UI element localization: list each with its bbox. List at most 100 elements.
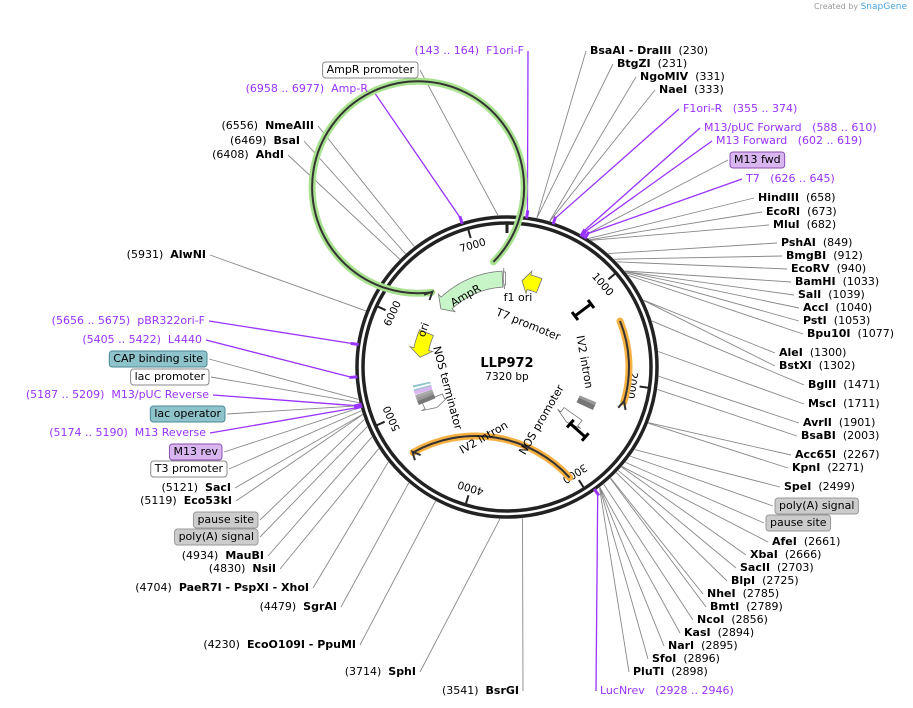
enzyme-label[interactable]: BlpI (2725): [731, 574, 799, 587]
enzyme-label[interactable]: Bpu10I (1077): [807, 327, 894, 340]
enzyme-label[interactable]: HindIII (658): [758, 191, 836, 204]
enzyme-label[interactable]: XbaI (2666): [750, 548, 821, 561]
leader-line: [205, 339, 352, 378]
primer-label[interactable]: (5405 .. 5422) L4440: [82, 333, 202, 346]
leader-line: [599, 487, 630, 673]
label-pos: (1040): [829, 301, 873, 314]
primer-label[interactable]: LucNrev (2928 .. 2946): [600, 684, 734, 697]
enzyme-label[interactable]: PluTI (2898): [633, 665, 708, 678]
enzyme-label[interactable]: BsaAI - DraIII (230): [590, 44, 708, 57]
svg-text:NaeI (333): NaeI (333): [659, 83, 724, 96]
enzyme-label[interactable]: AleI (1300): [779, 346, 846, 359]
enzyme-label[interactable]: BmgBI (912): [786, 249, 863, 262]
primer-label[interactable]: (143 .. 164) F1ori-F: [415, 44, 525, 57]
enzyme-label[interactable]: NheI (2785): [707, 587, 779, 600]
feature-label[interactable]: M13 rev: [168, 443, 223, 461]
feature-label[interactable]: pause site: [192, 511, 259, 529]
svg-text:PshAI (849): PshAI (849): [781, 236, 852, 249]
primer-label[interactable]: M13/pUC Forward (588 .. 610): [704, 121, 877, 134]
tick-mark: [466, 228, 472, 239]
primer-label[interactable]: M13 Forward (602 .. 619): [716, 134, 862, 147]
enzyme-label[interactable]: (6469) BsaI: [230, 134, 300, 147]
enzyme-label[interactable]: Acc65I (2267): [795, 448, 880, 461]
enzyme-label[interactable]: BglII (1471): [808, 378, 880, 391]
enzyme-label[interactable]: BmtI (2789): [710, 600, 783, 613]
primer-label[interactable]: (5174 .. 5190) M13 Reverse: [49, 426, 206, 439]
feature-label[interactable]: pause site: [765, 514, 832, 532]
feature-label: ori: [415, 321, 432, 339]
intron-bar-cap: [580, 432, 590, 442]
leader-line: [614, 255, 783, 260]
leader-line: [589, 211, 763, 241]
primer-label[interactable]: F1ori-R (355 .. 374): [683, 102, 797, 115]
label-name: PstI: [803, 314, 827, 327]
feature-label[interactable]: poly(A) signal: [174, 528, 259, 546]
primer-label[interactable]: T7 (626 .. 645): [745, 172, 835, 185]
svg-text:(5656 .. 5675) pBR322ori-F: (5656 .. 5675) pBR322ori-F: [52, 314, 205, 327]
small-feature-mark: [576, 397, 596, 410]
enzyme-label[interactable]: EcoRV (940): [791, 262, 866, 275]
enzyme-label[interactable]: (4230) EcoO109I - PpuMI: [203, 638, 356, 651]
feature-label[interactable]: T3 promoter: [150, 460, 228, 478]
enzyme-label[interactable]: (6556) NmeAIII: [222, 119, 315, 132]
enzyme-label[interactable]: SacII (2703): [740, 561, 814, 574]
f1-ori-feature-arrow: [521, 269, 543, 295]
intron-bar-cap: [565, 418, 575, 429]
feature-label[interactable]: M13 fwd: [729, 151, 786, 169]
enzyme-label[interactable]: (4830) NsiI: [209, 562, 276, 575]
enzyme-label[interactable]: BamHI (1033): [795, 275, 879, 288]
feature-label[interactable]: lac operator: [149, 405, 226, 423]
svg-text:KpnI (2271): KpnI (2271): [792, 461, 864, 474]
enzyme-label[interactable]: (4934) MauBI: [182, 549, 264, 562]
enzyme-label[interactable]: AvrII (1901): [803, 416, 875, 429]
enzyme-label[interactable]: (6408) AhdI: [212, 148, 284, 161]
enzyme-label[interactable]: AccI (1040): [803, 301, 872, 314]
svg-text:KasI (2894): KasI (2894): [684, 626, 754, 639]
enzyme-label[interactable]: KasI (2894): [684, 626, 754, 639]
leader-line: [625, 271, 795, 296]
enzyme-label[interactable]: (4479) SgrAI: [260, 600, 337, 613]
enzyme-label[interactable]: MscI (1711): [808, 397, 880, 410]
enzyme-label[interactable]: NaeI (333): [659, 83, 724, 96]
label-pos: (4230): [203, 638, 247, 651]
enzyme-label[interactable]: KpnI (2271): [792, 461, 864, 474]
enzyme-label[interactable]: (5119) Eco53kI: [140, 494, 232, 507]
svg-text:(5121) SacI: (5121) SacI: [161, 481, 231, 494]
feature-label[interactable]: lac promoter: [130, 368, 210, 386]
label-pos: (2789): [739, 600, 783, 613]
primer-label[interactable]: (5187 .. 5209) M13/pUC Reverse: [26, 388, 209, 401]
feature-label[interactable]: AmpR promoter: [322, 61, 419, 79]
enzyme-label[interactable]: NgoMIV (331): [640, 70, 725, 83]
enzyme-label[interactable]: PstI (1053): [803, 314, 870, 327]
enzyme-label[interactable]: SfoI (2896): [652, 652, 720, 665]
enzyme-label[interactable]: EcoRI (673): [766, 205, 837, 218]
leader-line: [599, 487, 681, 634]
enzyme-label[interactable]: NarI (2895): [668, 639, 738, 652]
primer-label[interactable]: (6958 .. 6977) Amp-R: [246, 82, 369, 95]
enzyme-label[interactable]: SpeI (2499): [784, 480, 855, 493]
enzyme-label[interactable]: SalI (1039): [798, 288, 865, 301]
enzyme-label[interactable]: BsaBI (2003): [801, 429, 879, 442]
label-pos: (1901): [832, 416, 876, 429]
label-name: BlpI: [731, 574, 755, 587]
feature-label[interactable]: CAP binding site: [108, 350, 208, 368]
label-name: NcoI: [697, 613, 724, 626]
enzyme-label[interactable]: (3714) SphI: [345, 665, 416, 678]
primer-label[interactable]: (5656 .. 5675) pBR322ori-F: [52, 314, 205, 327]
enzyme-label[interactable]: BtgZI (231): [617, 57, 687, 70]
enzyme-label[interactable]: NcoI (2856): [697, 613, 768, 626]
enzyme-label[interactable]: AfeI (2661): [772, 535, 840, 548]
enzyme-label[interactable]: MluI (682): [773, 218, 836, 231]
enzyme-label[interactable]: BstXI (1302): [779, 359, 855, 372]
enzyme-label[interactable]: (5931) AlwNI: [127, 248, 206, 261]
leader-line: [208, 358, 359, 400]
enzyme-label[interactable]: (4704) PaeR7I - PspXI - XhoI: [135, 581, 309, 594]
feature-label[interactable]: poly(A) signal: [774, 497, 859, 515]
label-pos: (2271): [820, 461, 864, 474]
enzyme-label[interactable]: (3541) BsrGI: [442, 684, 519, 697]
enzyme-label[interactable]: (5121) SacI: [161, 481, 231, 494]
enzyme-label[interactable]: PshAI (849): [781, 236, 852, 249]
svg-text:HindIII (658): HindIII (658): [758, 191, 836, 204]
label-name: BsaI: [274, 134, 300, 147]
primer-site-mark: [354, 404, 363, 410]
